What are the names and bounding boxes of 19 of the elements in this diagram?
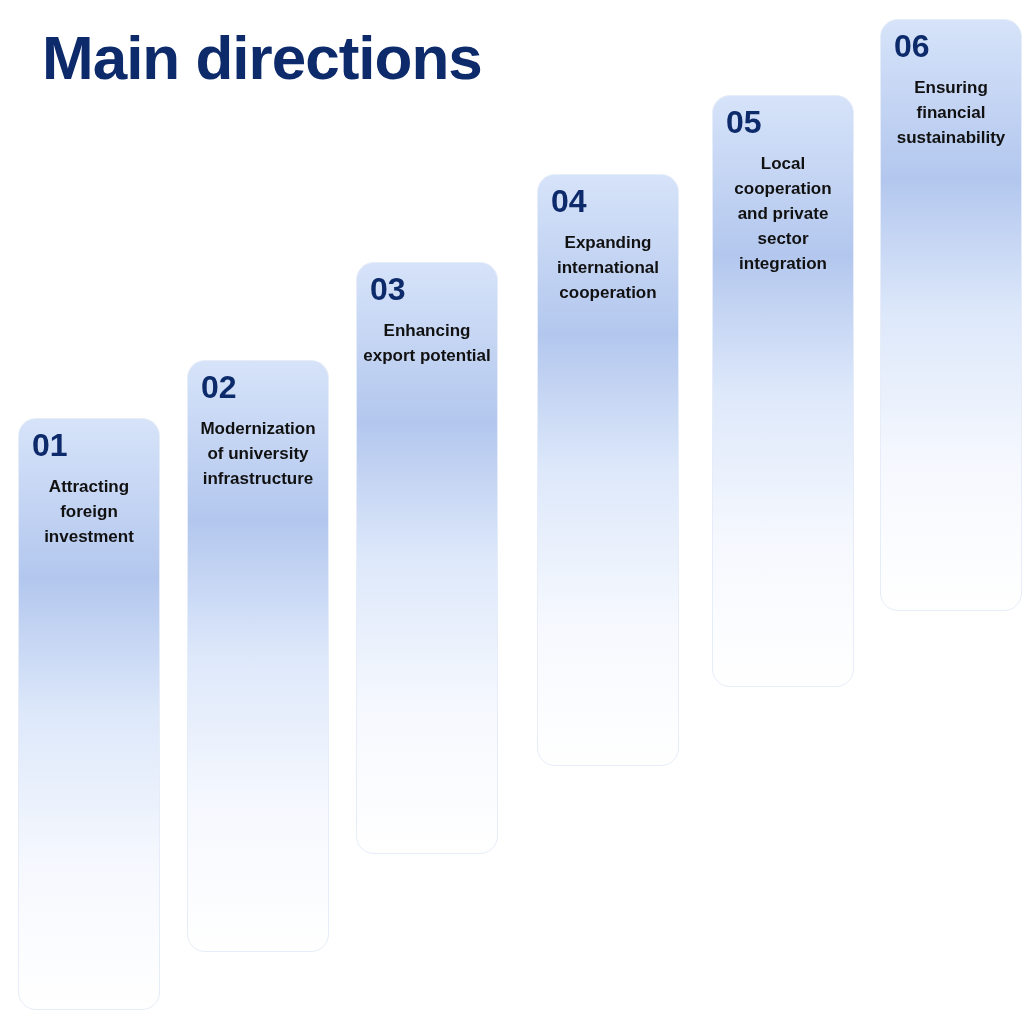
step-number: 04 [551,183,587,220]
step-label: Local cooperation and private sector integration [733,153,833,275]
step-card [880,19,1022,611]
step-label: Enhancing export potential [362,320,492,367]
step-card [187,360,329,952]
step-label: Expanding international cooperation [556,232,660,304]
step-label: Modernization of university infrastructure [199,418,317,490]
step-number: 06 [894,28,930,65]
step-number: 05 [726,104,762,141]
step-number: 01 [32,427,68,464]
step-number: 03 [370,271,406,308]
step-card [537,174,679,766]
step-card [712,95,854,687]
step-number: 02 [201,369,237,406]
title: Main directions [42,22,482,93]
step-label: Attracting foreign investment [43,476,135,548]
step-card [18,418,160,1010]
step-card [356,262,498,854]
step-label: Ensuring financial sustainability [895,77,1007,149]
